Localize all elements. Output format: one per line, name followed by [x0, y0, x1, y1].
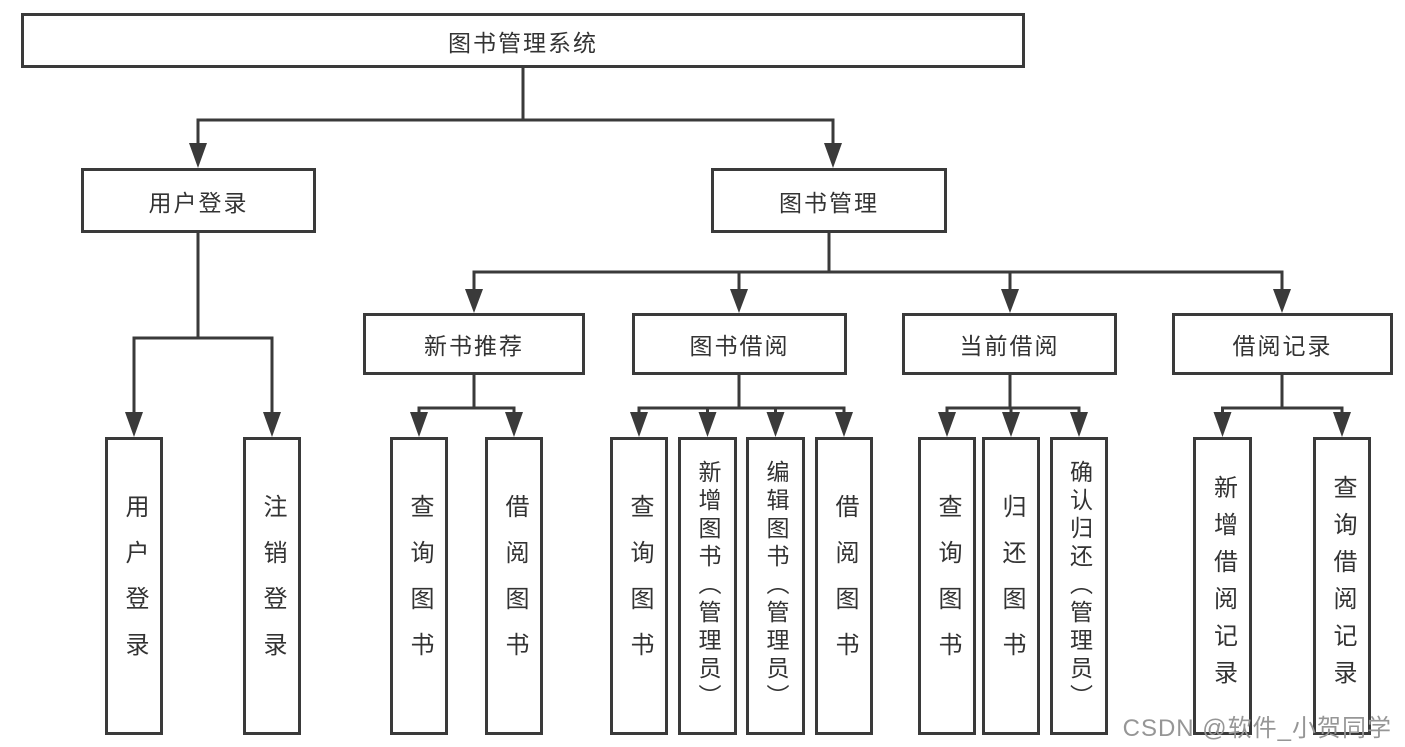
node-borrowing-records-label: 借阅记录	[1232, 333, 1333, 359]
node-borrowing-records: 借阅记录	[1172, 313, 1393, 375]
edge-records-bar	[1221, 406, 1344, 414]
arrow-borrow	[730, 289, 748, 313]
arrow-records	[1273, 289, 1291, 313]
leaf-current-return-books-label: 归还图书	[998, 494, 1025, 678]
node-current-borrowing-label: 当前借阅	[959, 333, 1060, 359]
arrow-leaf-new-borrow	[505, 412, 523, 437]
arrow-leaf-logout	[263, 412, 281, 437]
leaf-current-query-books: 查询图书	[918, 437, 976, 735]
node-user-login-branch-label: 用户登录	[148, 189, 249, 216]
node-current-borrowing: 当前借阅	[902, 313, 1117, 375]
arrowheads	[125, 143, 1351, 437]
edge-borrow-bar	[637, 406, 846, 414]
edge-bookmgmt-bar	[472, 270, 1284, 291]
leaf-current-return-books: 归还图书	[982, 437, 1040, 735]
leaf-records-query-record: 查询借阅记录	[1313, 437, 1371, 735]
leaf-current-confirm-return-admin-label: 确认归还（管理员）	[1066, 460, 1093, 712]
arrow-leaf-cur-return	[1002, 412, 1020, 437]
node-book-borrowing-label: 图书借阅	[689, 333, 790, 359]
node-book-borrowing: 图书借阅	[632, 313, 847, 375]
leaf-borrow-query-books-label: 查询图书	[626, 494, 653, 678]
edge-current-bar	[945, 406, 1081, 414]
leaf-newbook-borrow-books: 借阅图书	[485, 437, 543, 735]
leaf-logout-label: 注销登录	[259, 494, 286, 678]
arrow-leaf-cur-confirm	[1070, 412, 1088, 437]
node-new-book-recommend: 新书推荐	[363, 313, 585, 375]
node-new-book-recommend-label: 新书推荐	[424, 333, 524, 359]
watermark: CSDN @软件_小贺同学	[1122, 715, 1392, 742]
node-book-management: 图书管理	[711, 168, 947, 233]
leaf-current-query-books-label: 查询图书	[934, 494, 961, 678]
edge-newbook-bar	[417, 406, 516, 414]
leaf-newbook-query-books: 查询图书	[390, 437, 448, 735]
leaf-records-add-record-label: 新增借阅记录	[1209, 475, 1237, 697]
arrow-leaf-bor-add	[698, 412, 717, 437]
arrow-leaf-new-query	[410, 412, 428, 437]
leaf-borrow-borrow-books: 借阅图书	[815, 437, 873, 735]
leaf-borrow-add-books-admin-label: 新增图书（管理员）	[695, 460, 721, 712]
leaf-newbook-query-books-label: 查询图书	[406, 494, 433, 678]
leaf-user-login-label: 用户登录	[121, 494, 148, 678]
leaf-borrow-edit-books-admin-label: 编辑图书（管理员）	[763, 460, 789, 712]
node-user-login-branch: 用户登录	[81, 168, 316, 233]
leaf-borrow-edit-books-admin: 编辑图书（管理员）	[746, 437, 805, 735]
arrow-leaf-rec-query	[1333, 412, 1351, 437]
arrow-userlogin	[189, 143, 207, 168]
arrow-leaf-cur-query	[938, 412, 956, 437]
leaf-borrow-query-books: 查询图书	[610, 437, 668, 735]
arrow-leaf-bor-query	[630, 412, 648, 437]
arrow-bookmgmt	[824, 143, 842, 168]
arrow-leaf-bor-borrow	[835, 412, 853, 437]
arrow-newbook	[465, 289, 483, 313]
arrow-leaf-user-login	[125, 412, 143, 437]
arrow-leaf-bor-edit	[766, 412, 785, 437]
leaf-logout: 注销登录	[243, 437, 301, 735]
leaf-borrow-borrow-books-label: 借阅图书	[831, 494, 858, 678]
node-root: 图书管理系统	[21, 13, 1025, 68]
arrow-current	[1001, 289, 1019, 313]
leaf-current-confirm-return-admin: 确认归还（管理员）	[1050, 437, 1108, 735]
node-root-label: 图书管理系统	[448, 29, 598, 56]
leaf-borrow-add-books-admin: 新增图书（管理员）	[678, 437, 737, 735]
leaf-records-query-record-label: 查询借阅记录	[1329, 475, 1356, 697]
node-book-management-label: 图书管理	[779, 189, 879, 216]
edge-userlogin-bar	[132, 336, 274, 414]
leaf-user-login: 用户登录	[105, 437, 163, 735]
leaf-records-add-record: 新增借阅记录	[1193, 437, 1252, 735]
leaf-newbook-borrow-books-label: 借阅图书	[501, 494, 528, 678]
arrow-leaf-rec-add	[1213, 412, 1232, 437]
edge-root-bar	[196, 118, 835, 147]
